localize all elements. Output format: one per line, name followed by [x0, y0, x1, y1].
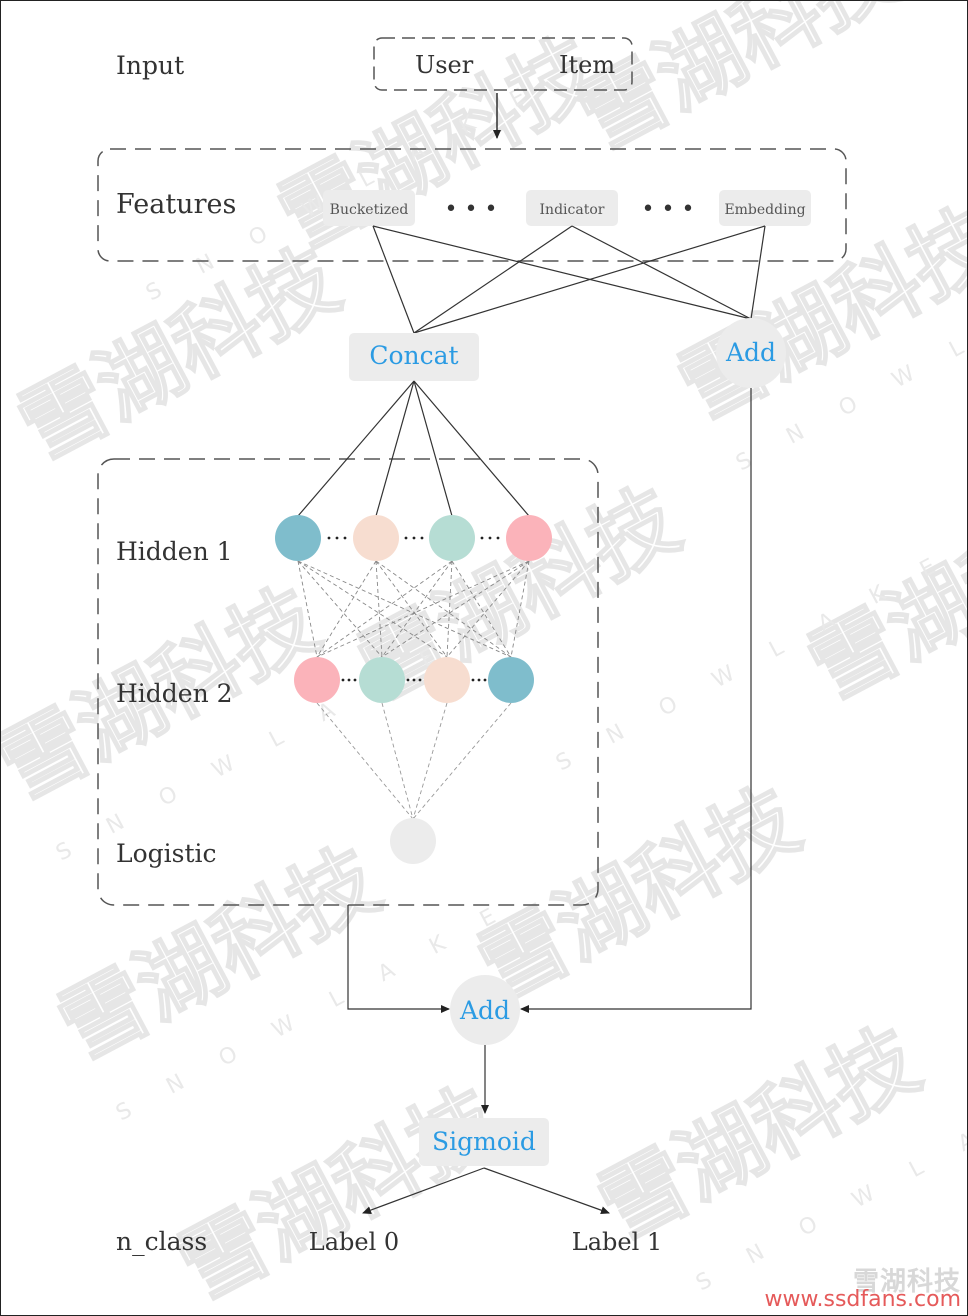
n-class-label: n_class	[116, 1227, 207, 1256]
sigmoid-node	[419, 1118, 549, 1166]
hidden1-to-hidden2-lines	[297, 560, 530, 658]
hidden1-ellipsis-dots	[327, 536, 500, 540]
input-user-label: User	[415, 51, 474, 79]
features-box	[97, 148, 847, 262]
sigmoid-to-label1-arrow	[483, 1167, 610, 1215]
hidden2-neuron	[359, 657, 405, 703]
input-label: Input	[116, 51, 184, 80]
watermark-text: 雪湖科技	[44, 830, 395, 1080]
watermark-text: 雪湖科技	[164, 1070, 515, 1315]
feature-chip-embedding	[719, 190, 811, 226]
concat-to-hidden1-lines	[297, 380, 530, 517]
feature-chip-bucketized	[323, 190, 415, 226]
sigmoid-label: Sigmoid	[432, 1127, 536, 1156]
features-label: Features	[116, 189, 236, 220]
input-box	[373, 37, 633, 91]
hidden1-neuron	[506, 515, 552, 561]
hidden2-to-logistic-lines	[316, 702, 512, 820]
feature-ellipsis: • • •	[445, 197, 498, 222]
feature-chip-indicator-label: Indicator	[540, 202, 605, 218]
feature-chip-embedding-label: Embedding	[724, 202, 805, 218]
feature-ellipsis: • • •	[642, 197, 695, 222]
wide-to-add-connector	[520, 388, 752, 1013]
logistic-label: Logistic	[116, 839, 217, 868]
add-final-label: Add	[459, 996, 510, 1025]
logistic-neuron	[390, 818, 436, 864]
hidden2-ellipsis-dots	[341, 678, 487, 682]
hidden1-neuron	[429, 515, 475, 561]
sigmoid-to-label0-arrow	[362, 1167, 485, 1214]
add-wide-node	[716, 318, 786, 388]
watermark-text: 雪湖科技	[564, 1, 915, 170]
watermark-text: 雪湖科技	[584, 1010, 935, 1260]
hidden1-neuron	[353, 515, 399, 561]
feature-chip-indicator	[526, 190, 618, 226]
concat-node	[349, 333, 479, 381]
input-item-label: Item	[559, 51, 615, 79]
watermark-text: 雪湖科技	[464, 770, 815, 1020]
footer-watermark: 雪湖科技 www.ssdfans.com	[765, 1269, 961, 1311]
output-label-0: Label 0	[309, 1228, 399, 1256]
add-final-node	[450, 975, 520, 1045]
hidden2-neuron	[424, 657, 470, 703]
deep-to-add-connector	[347, 905, 450, 1013]
hidden2-label: Hidden 2	[116, 679, 233, 708]
output-label-1: Label 1	[572, 1228, 662, 1256]
feature-chip-bucketized-label: Bucketized	[330, 202, 409, 218]
footer-watermark-url: www.ssdfans.com	[764, 1287, 961, 1312]
hidden2-neuron	[488, 657, 534, 703]
hidden2-neuron	[294, 657, 340, 703]
add-wide-label: Add	[725, 338, 776, 367]
hidden1-neuron	[275, 515, 321, 561]
hidden1-label: Hidden 1	[116, 537, 233, 566]
watermark-text: 雪湖科技	[664, 190, 967, 440]
footer-watermark-logo: 雪湖科技	[852, 1267, 961, 1297]
concat-label: Concat	[369, 341, 458, 370]
feature-connections	[372, 225, 766, 334]
